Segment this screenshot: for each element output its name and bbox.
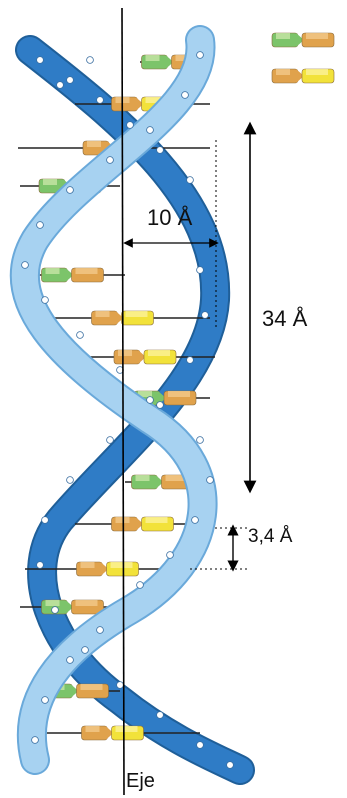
green-orange-pair-icon [272, 33, 334, 47]
rise-label: 3,4 Å [248, 526, 292, 548]
phosphate-dot [57, 82, 64, 89]
phosphate-dot [32, 737, 39, 744]
base-pair-legend [272, 33, 334, 83]
phosphate-dot [87, 57, 94, 64]
phosphate-dot [197, 742, 204, 749]
phosphate-dot [227, 762, 234, 769]
phosphate-dot [117, 682, 124, 689]
phosphate-dot [197, 52, 204, 59]
phosphate-dot [187, 177, 194, 184]
phosphate-dot [97, 627, 104, 634]
phosphate-dot [187, 357, 194, 364]
base-pair [42, 600, 104, 614]
phosphate-dot [127, 122, 134, 129]
phosphate-dot [157, 147, 164, 154]
phosphate-dot [82, 647, 89, 654]
base-pair [77, 562, 139, 576]
phosphate-dot [197, 437, 204, 444]
phosphate-dot [167, 552, 174, 559]
phosphate-dot [22, 262, 29, 269]
phosphate-dot [42, 697, 49, 704]
width-label: 10 Å [147, 205, 192, 231]
orange-yellow-pair-icon [272, 69, 334, 83]
base-pair [42, 268, 104, 282]
turn-label: 34 Å [262, 306, 307, 332]
phosphate-dot [37, 57, 44, 64]
phosphate-dot [157, 402, 164, 409]
axis-label: Eje [126, 770, 155, 793]
phosphate-dot [37, 562, 44, 569]
phosphate-dot [107, 157, 114, 164]
phosphate-dot [52, 607, 59, 614]
phosphate-dot [137, 582, 144, 589]
phosphate-dot [202, 312, 209, 319]
phosphate-dot [42, 297, 49, 304]
phosphate-dot [182, 92, 189, 99]
phosphate-dot [147, 127, 154, 134]
phosphate-dot [67, 77, 74, 84]
phosphate-dot [77, 332, 84, 339]
phosphate-dot [207, 477, 214, 484]
phosphate-dot [192, 517, 199, 524]
base-pair [82, 726, 144, 740]
phosphate-dot [97, 97, 104, 104]
phosphate-dot [37, 222, 44, 229]
phosphate-dot [67, 187, 74, 194]
phosphate-dot [107, 437, 114, 444]
phosphate-dot [42, 517, 49, 524]
phosphate-dot [67, 657, 74, 664]
phosphate-dot [147, 397, 154, 404]
phosphate-dot [197, 267, 204, 274]
phosphate-dot [67, 477, 74, 484]
phosphate-dot [157, 712, 164, 719]
base-pair [112, 517, 174, 531]
